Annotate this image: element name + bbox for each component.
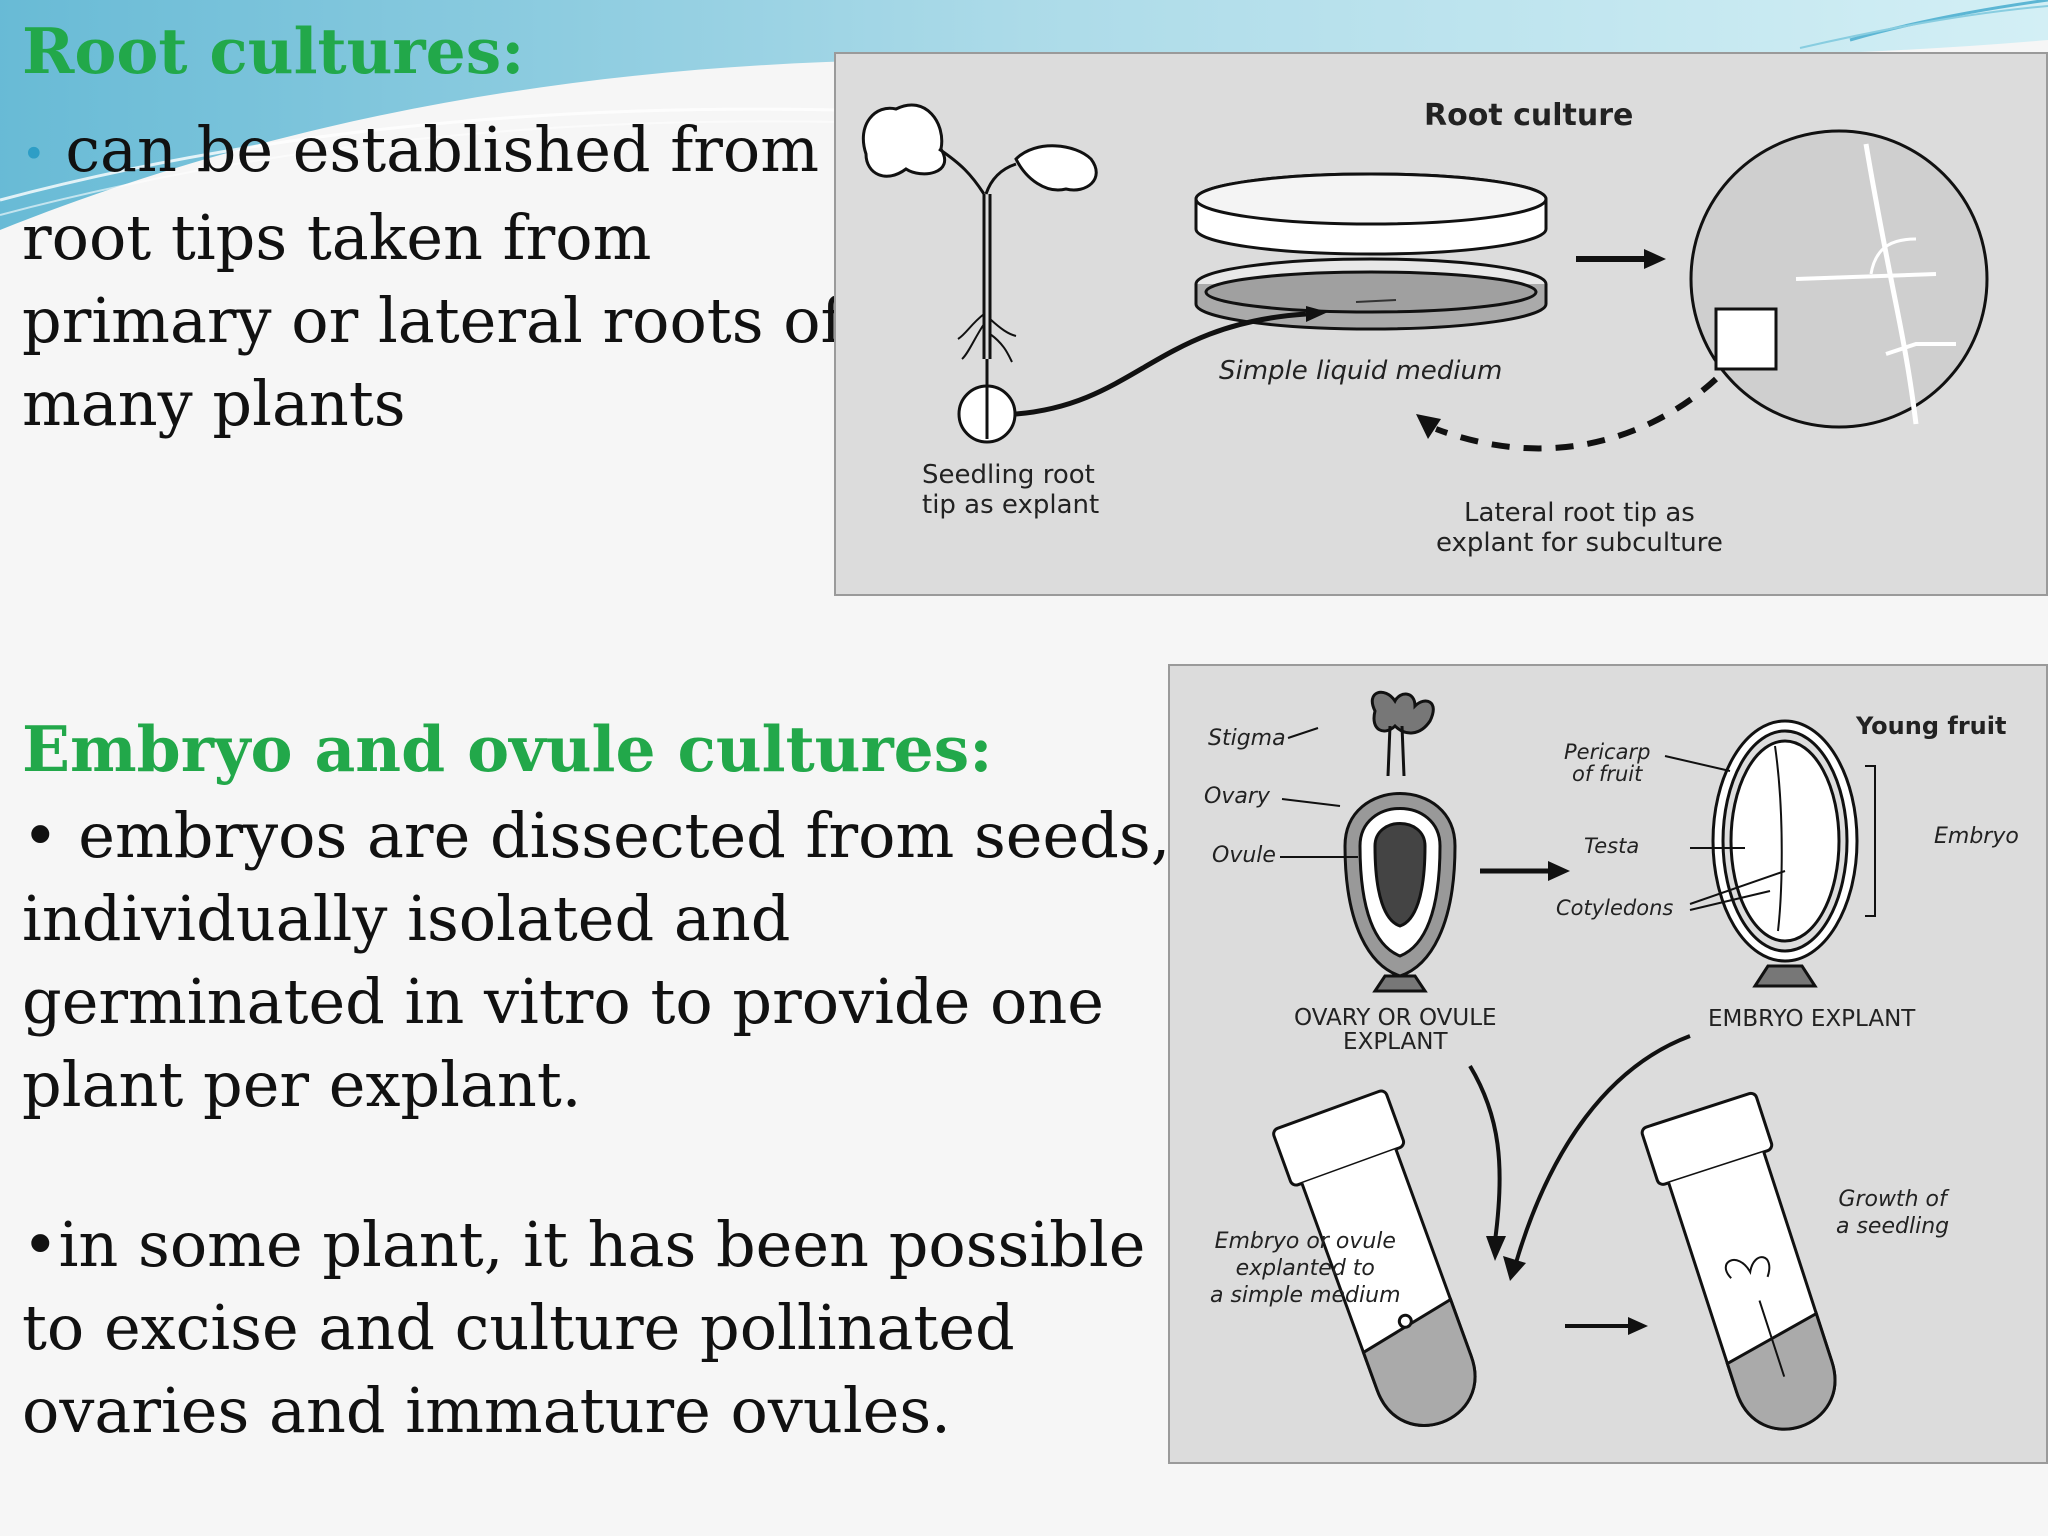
text-line: germinated in vitro to provide one bbox=[22, 965, 1104, 1038]
arrowhead-icon bbox=[1306, 306, 1328, 322]
test-tube-explant bbox=[1272, 1089, 1477, 1427]
text-line: to excise and culture pollinated bbox=[22, 1291, 1015, 1364]
embryo-cultures-heading: Embryo and ovule cultures: bbox=[22, 712, 993, 786]
arrowhead-icon bbox=[1628, 1317, 1648, 1335]
text-line: plant per explant. bbox=[22, 1048, 582, 1121]
label-line: tip as explant bbox=[922, 490, 1100, 520]
magnified-root-view bbox=[1689, 129, 1989, 429]
subculture-arrow bbox=[1434, 376, 1719, 452]
cotyledons-label: Cotyledons bbox=[1556, 896, 1674, 920]
arrowhead-icon bbox=[1644, 249, 1666, 269]
label-line: Lateral root tip as bbox=[1464, 498, 1695, 528]
label-line: Growth of bbox=[1838, 1187, 1947, 1212]
text-line: root tips taken from bbox=[22, 201, 652, 275]
lateral-root-label: Lateral root tip as explant for subcultu… bbox=[1436, 498, 1723, 558]
label-line: explanted to bbox=[1235, 1256, 1375, 1281]
label-line: Seedling root bbox=[922, 460, 1095, 490]
embryo-bullet-1: • embryos are dissected from seeds, indi… bbox=[22, 794, 1170, 1126]
root-culture-diagram bbox=[861, 103, 1989, 452]
explanted-label: Embryo or ovule explanted to a simple me… bbox=[1210, 1228, 1401, 1309]
seedling-icon bbox=[861, 103, 1098, 444]
embryo-label: Embryo bbox=[1934, 824, 2019, 849]
line-1: can be established from bbox=[65, 113, 819, 186]
medium-label: Simple liquid medium bbox=[1219, 356, 1503, 386]
ovary-pointers bbox=[1280, 727, 1358, 858]
petri-dish-lid bbox=[1194, 172, 1548, 256]
young-fruit-label: Young fruit bbox=[1856, 712, 2007, 740]
arrowhead-icon bbox=[1503, 1256, 1526, 1281]
growth-label: Growth of a seedling bbox=[1836, 1186, 1949, 1240]
test-tube-seedling bbox=[1640, 1091, 1837, 1431]
stigma-label: Stigma bbox=[1208, 726, 1286, 751]
ovary-label: Ovary bbox=[1204, 784, 1270, 809]
root-culture-title: Root culture bbox=[1424, 98, 1634, 133]
transfer-arrow bbox=[1015, 311, 1307, 417]
bullet-icon: • bbox=[22, 131, 46, 178]
testa-label: Testa bbox=[1584, 834, 1640, 858]
embryo-to-tube-arrow bbox=[1513, 1034, 1691, 1267]
embryo-culture-diagram bbox=[1272, 690, 1876, 1431]
text-line: • can be established from bbox=[22, 108, 844, 196]
label-line: explant for subculture bbox=[1436, 528, 1723, 558]
text-line: ovaries and immature ovules. bbox=[22, 1374, 951, 1447]
label-line: Embryo or ovule bbox=[1214, 1229, 1396, 1254]
label-line: a simple medium bbox=[1210, 1283, 1401, 1308]
text-line: primary or lateral roots of bbox=[22, 284, 844, 358]
ovary-to-tube-arrow bbox=[1468, 1064, 1502, 1242]
root-cultures-text: • can be established from root tips take… bbox=[22, 108, 844, 445]
root-cultures-heading: Root cultures: bbox=[22, 14, 525, 88]
seedling-label: Seedling root tip as explant bbox=[922, 460, 1099, 520]
label-line: EXPLANT bbox=[1343, 1029, 1448, 1055]
embryo-culture-figure: Stigma Ovary Ovule Pericarp of fruit Tes… bbox=[1168, 664, 2048, 1464]
label-line: OVARY OR OVULE bbox=[1294, 1005, 1497, 1031]
text-line: •in some plant, it has been possible bbox=[22, 1208, 1146, 1281]
young-fruit-drawing bbox=[1711, 719, 1859, 988]
fruit-pointers bbox=[1664, 755, 1876, 917]
text-line: many plants bbox=[22, 367, 406, 441]
pericarp-label: Pericarp of fruit bbox=[1564, 741, 1650, 785]
ovary-explant-label: OVARY OR OVULE EXPLANT bbox=[1294, 1006, 1497, 1054]
embryo-bullet-2: •in some plant, it has been possible to … bbox=[22, 1203, 1145, 1452]
text-line: individually isolated and bbox=[22, 882, 791, 955]
label-line: a seedling bbox=[1836, 1214, 1950, 1239]
embryo-explant-label: EMBRYO EXPLANT bbox=[1708, 1006, 1916, 1032]
text-line: • embryos are dissected from seeds, bbox=[22, 799, 1171, 872]
arrowhead-icon bbox=[1548, 861, 1570, 881]
arrowhead-icon bbox=[1416, 414, 1441, 439]
label-line: Pericarp bbox=[1564, 740, 1651, 764]
arrowhead-icon bbox=[1486, 1236, 1506, 1261]
ovary-drawing bbox=[1343, 690, 1457, 993]
root-culture-figure: Root culture Simple liquid medium Seedli… bbox=[834, 52, 2048, 596]
label-line: of fruit bbox=[1572, 762, 1643, 786]
ovule-label: Ovule bbox=[1212, 843, 1276, 868]
petri-dish-base bbox=[1194, 257, 1548, 331]
